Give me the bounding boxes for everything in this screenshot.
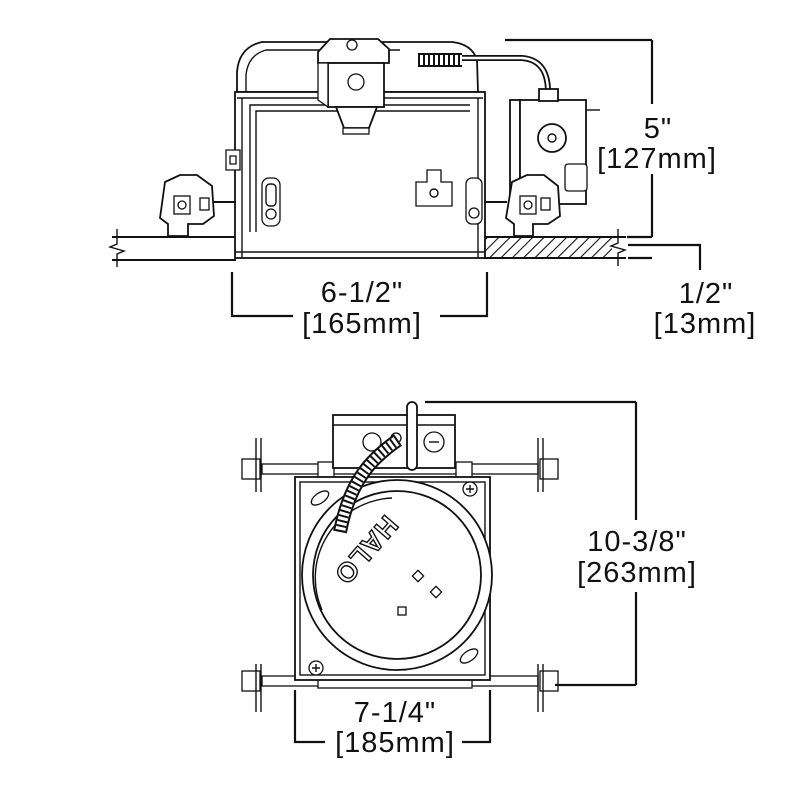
aperture-mark-1 bbox=[411, 569, 425, 583]
left-adjust-slot-inner bbox=[265, 183, 277, 207]
center-bottom-tab bbox=[415, 169, 453, 207]
ceiling-right-hatch bbox=[485, 237, 612, 258]
housing-cover-fold bbox=[245, 49, 400, 92]
left-side-clip bbox=[225, 149, 241, 171]
side-view bbox=[107, 38, 628, 267]
plate-screw-bottom-left-slot bbox=[312, 664, 320, 672]
aperture-inner-ring bbox=[312, 490, 482, 660]
socket-cone bbox=[334, 106, 379, 129]
dim-ceiling-imperial: 1/2" bbox=[679, 278, 734, 310]
junction-box-clip bbox=[564, 163, 588, 192]
bar-bottom-right-end bbox=[539, 670, 559, 692]
dimension-ceiling: 1/2" [13mm] bbox=[628, 243, 757, 340]
dim-top-width-imperial: 7-1/4" bbox=[354, 697, 436, 729]
aperture-mark-3 bbox=[397, 606, 407, 616]
right-slot-screw bbox=[468, 207, 480, 219]
dim-height-metric: [127mm] bbox=[597, 143, 717, 175]
bracket-left-nut bbox=[199, 197, 210, 211]
mounting-bar-top bbox=[241, 438, 559, 492]
dimension-top-length: 10-3/8" [263mm] bbox=[425, 400, 697, 687]
dim-side-width-imperial: 6-1/2" bbox=[321, 277, 403, 309]
housing-inner-frame bbox=[249, 104, 470, 232]
dim-side-width-metric: [165mm] bbox=[302, 308, 422, 340]
aperture-label-band bbox=[314, 497, 393, 611]
socket-center-hole bbox=[347, 73, 365, 91]
whip-wire-fill bbox=[462, 56, 550, 93]
flex-conduit-side bbox=[418, 53, 551, 93]
junction-box-connector bbox=[538, 88, 559, 102]
dim-height-imperial: 5" bbox=[644, 113, 672, 145]
ceiling-right-break-mark bbox=[608, 229, 628, 266]
dim-top-length-metric: [263mm] bbox=[577, 557, 697, 589]
dim-ceiling-leader bbox=[628, 243, 702, 270]
housing-inner-frame-2 bbox=[255, 110, 470, 232]
socket-mount-knob bbox=[346, 39, 358, 51]
junction-box-top-rod bbox=[406, 401, 418, 471]
ceiling-right bbox=[484, 229, 628, 266]
top-view: HALO bbox=[241, 401, 559, 712]
bracket-left-screw bbox=[177, 200, 187, 210]
aperture-mark-2 bbox=[429, 585, 443, 599]
socket-side-flange bbox=[317, 62, 329, 109]
dim-top-width-metric: [185mm] bbox=[335, 727, 455, 759]
bracket-right-nut bbox=[540, 197, 551, 211]
dim-side-width-right bbox=[440, 272, 489, 318]
dim-ceiling-metric: [13mm] bbox=[654, 308, 757, 340]
dim-side-width-left bbox=[230, 272, 293, 318]
bar-top-left-end bbox=[241, 458, 261, 480]
dim-top-length-imperial: 10-3/8" bbox=[587, 526, 687, 558]
ceiling-left bbox=[107, 229, 236, 267]
conduit-top-coils bbox=[335, 435, 401, 533]
socket-bracket bbox=[317, 38, 390, 135]
plate-screw-top-right-slot bbox=[466, 485, 474, 493]
plate-slot-bottom-right bbox=[459, 648, 479, 664]
left-slot-screw bbox=[265, 208, 277, 220]
dimension-top-width: 7-1/4" [185mm] bbox=[293, 690, 492, 759]
junction-box-top-knockout-left bbox=[362, 432, 382, 452]
dim-top-width-right bbox=[462, 690, 492, 744]
bar-top-right-end bbox=[539, 458, 559, 480]
socket-base bbox=[342, 127, 370, 135]
dim-top-width-left bbox=[293, 690, 325, 744]
center-tab-hole bbox=[429, 188, 439, 198]
mounting-bracket-right bbox=[484, 174, 561, 237]
bracket-right-screw bbox=[523, 200, 533, 210]
plate-slot-top-left bbox=[310, 490, 330, 506]
flex-conduit-top bbox=[333, 434, 403, 534]
junction-box-knockout bbox=[537, 123, 567, 153]
bar-bottom-left-end bbox=[241, 670, 261, 692]
dimension-side-width: 6-1/2" [165mm] bbox=[230, 272, 489, 340]
dimension-height: 5" [127mm] bbox=[505, 38, 717, 239]
mounting-bracket-left bbox=[159, 174, 236, 237]
ceiling-left-break-mark bbox=[107, 229, 127, 267]
junction-box-knockout-center bbox=[547, 133, 557, 143]
